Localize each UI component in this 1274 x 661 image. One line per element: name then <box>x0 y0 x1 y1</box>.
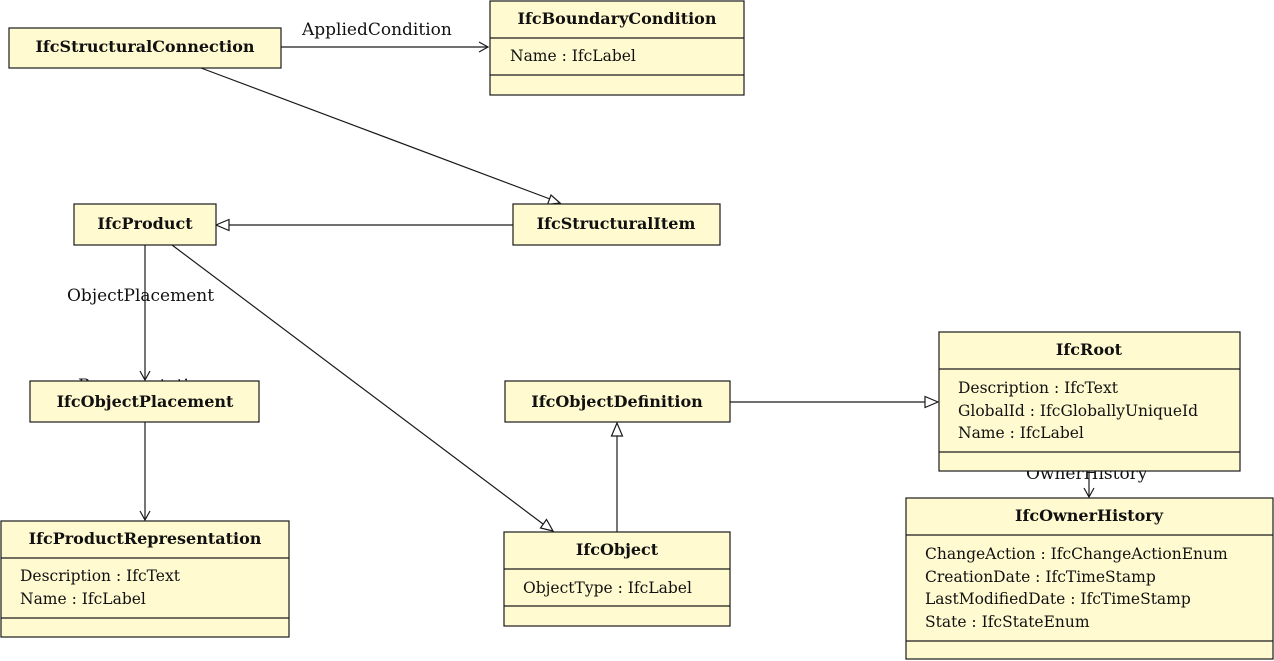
class-ifc-owner-history: IfcOwnerHistory ChangeAction : IfcChange… <box>905 497 1274 660</box>
attribute: Name : IfcLabel <box>20 590 146 608</box>
class-ifc-structural-item: IfcStructuralItem <box>512 203 721 246</box>
attribute: Description : IfcText <box>20 567 181 585</box>
class-name: IfcBoundaryCondition <box>518 9 717 28</box>
class-ifc-product-representation: IfcProductRepresentation Description : I… <box>0 520 290 638</box>
class-name: IfcStructuralConnection <box>35 37 254 56</box>
class-ifc-boundary-condition: IfcBoundaryCondition Name : IfcLabel <box>489 0 745 96</box>
class-ifc-structural-connection: IfcStructuralConnection <box>8 27 282 69</box>
attribute: Description : IfcText <box>958 379 1119 397</box>
attribute: ObjectType : IfcLabel <box>523 579 692 597</box>
label-applied-condition: AppliedCondition <box>301 20 452 40</box>
class-name: IfcObjectDefinition <box>531 392 703 411</box>
class-ifc-product: IfcProduct <box>73 203 217 246</box>
class-ifc-object-placement: IfcObjectPlacement <box>29 380 260 423</box>
edge-object-to-object-definition <box>610 421 624 532</box>
edge-structural-item-to-product <box>214 218 513 232</box>
edge-applied-condition: AppliedCondition <box>281 20 490 53</box>
class-name: IfcRoot <box>1056 340 1123 359</box>
edge-object-placement: ObjectPlacement <box>67 245 214 382</box>
attribute: Name : IfcLabel <box>510 47 636 65</box>
edge-product-to-object <box>171 244 555 532</box>
class-name: IfcProduct <box>97 214 193 233</box>
class-ifc-object-definition: IfcObjectDefinition <box>504 380 731 423</box>
class-name: IfcStructuralItem <box>537 214 696 233</box>
attribute: GlobalId : IfcGloballyUniqueId <box>958 402 1198 420</box>
attribute: CreationDate : IfcTimeStamp <box>925 568 1156 586</box>
label-object-placement: ObjectPlacement <box>67 286 214 306</box>
class-name: IfcOwnerHistory <box>1015 506 1164 525</box>
class-name: IfcObject <box>576 540 659 559</box>
edge-object-definition-to-root <box>730 395 940 409</box>
attribute: State : IfcStateEnum <box>925 613 1090 631</box>
class-name: IfcObjectPlacement <box>57 392 234 411</box>
attribute: ChangeAction : IfcChangeActionEnum <box>925 545 1228 563</box>
class-ifc-object: IfcObject ObjectType : IfcLabel <box>503 531 731 627</box>
attribute: LastModifiedDate : IfcTimeStamp <box>925 590 1191 608</box>
class-name: IfcProductRepresentation <box>29 529 262 548</box>
class-ifc-root: IfcRoot Description : IfcText GlobalId :… <box>938 331 1241 472</box>
attribute: Name : IfcLabel <box>958 424 1084 442</box>
